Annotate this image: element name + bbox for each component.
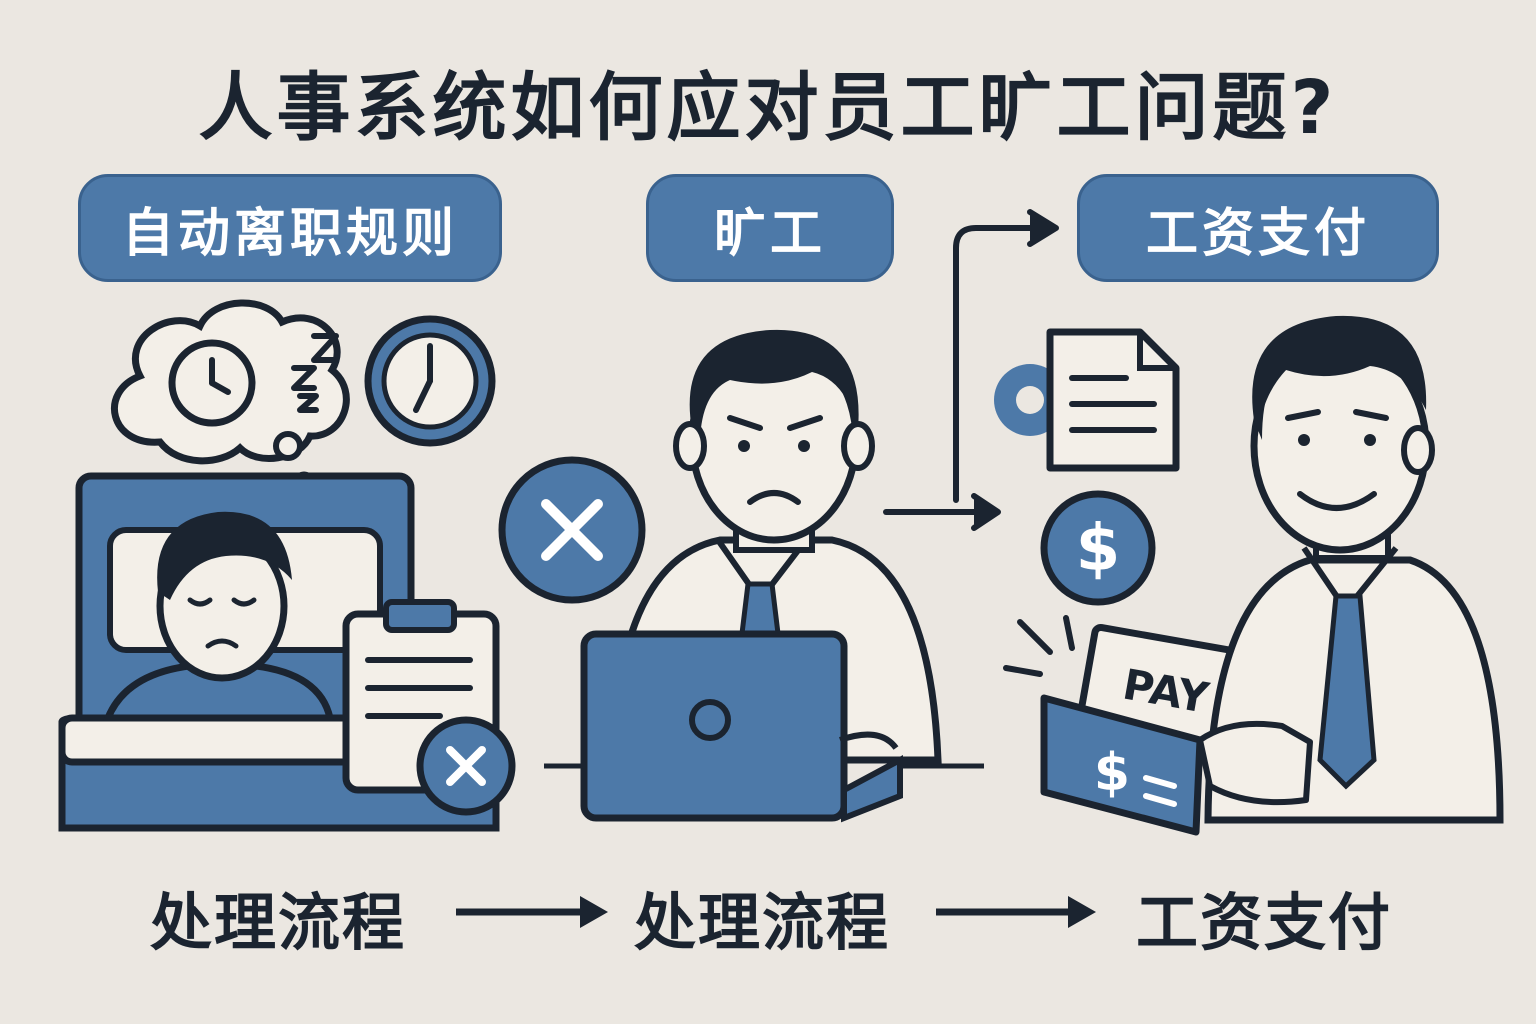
absence-x-icon: [498, 456, 646, 604]
rejected-clipboard-icon: [342, 599, 516, 816]
flow-step-1: 处理流程: [150, 886, 407, 959]
sparkle-lines: [1003, 615, 1075, 677]
stage-label-auto-resign: 自动离职规则: [78, 174, 502, 282]
bottom-arrow-1: [456, 896, 608, 928]
stage-label-absence: 旷工: [646, 174, 894, 282]
dollar-coin-icon: $: [1040, 490, 1156, 606]
flow-arrow-up: [953, 209, 1059, 503]
sleeping-employee: [102, 511, 335, 722]
stage-label-payment: 工资支付: [1077, 174, 1439, 282]
flow-step-2: 处理流程: [634, 886, 891, 959]
pay-envelope: $: [1040, 694, 1204, 836]
happy-employee: [1197, 315, 1504, 824]
document-icon: [1046, 328, 1180, 472]
flow-arrow-right: [883, 493, 1001, 531]
bottom-arrow-2: [936, 896, 1096, 928]
sleep-zzz-icon: [291, 333, 339, 413]
flow-step-3: 工资支付: [1136, 886, 1393, 959]
clock-in-dream-icon: [168, 339, 256, 427]
page-title: 人事系统如何应对员工旷工问题?: [198, 65, 1338, 151]
laptop-icon: [580, 630, 903, 823]
wall-clock-icon: [364, 315, 496, 447]
svg-text:$: $: [1094, 743, 1130, 803]
svg-text:$: $: [1076, 512, 1121, 586]
